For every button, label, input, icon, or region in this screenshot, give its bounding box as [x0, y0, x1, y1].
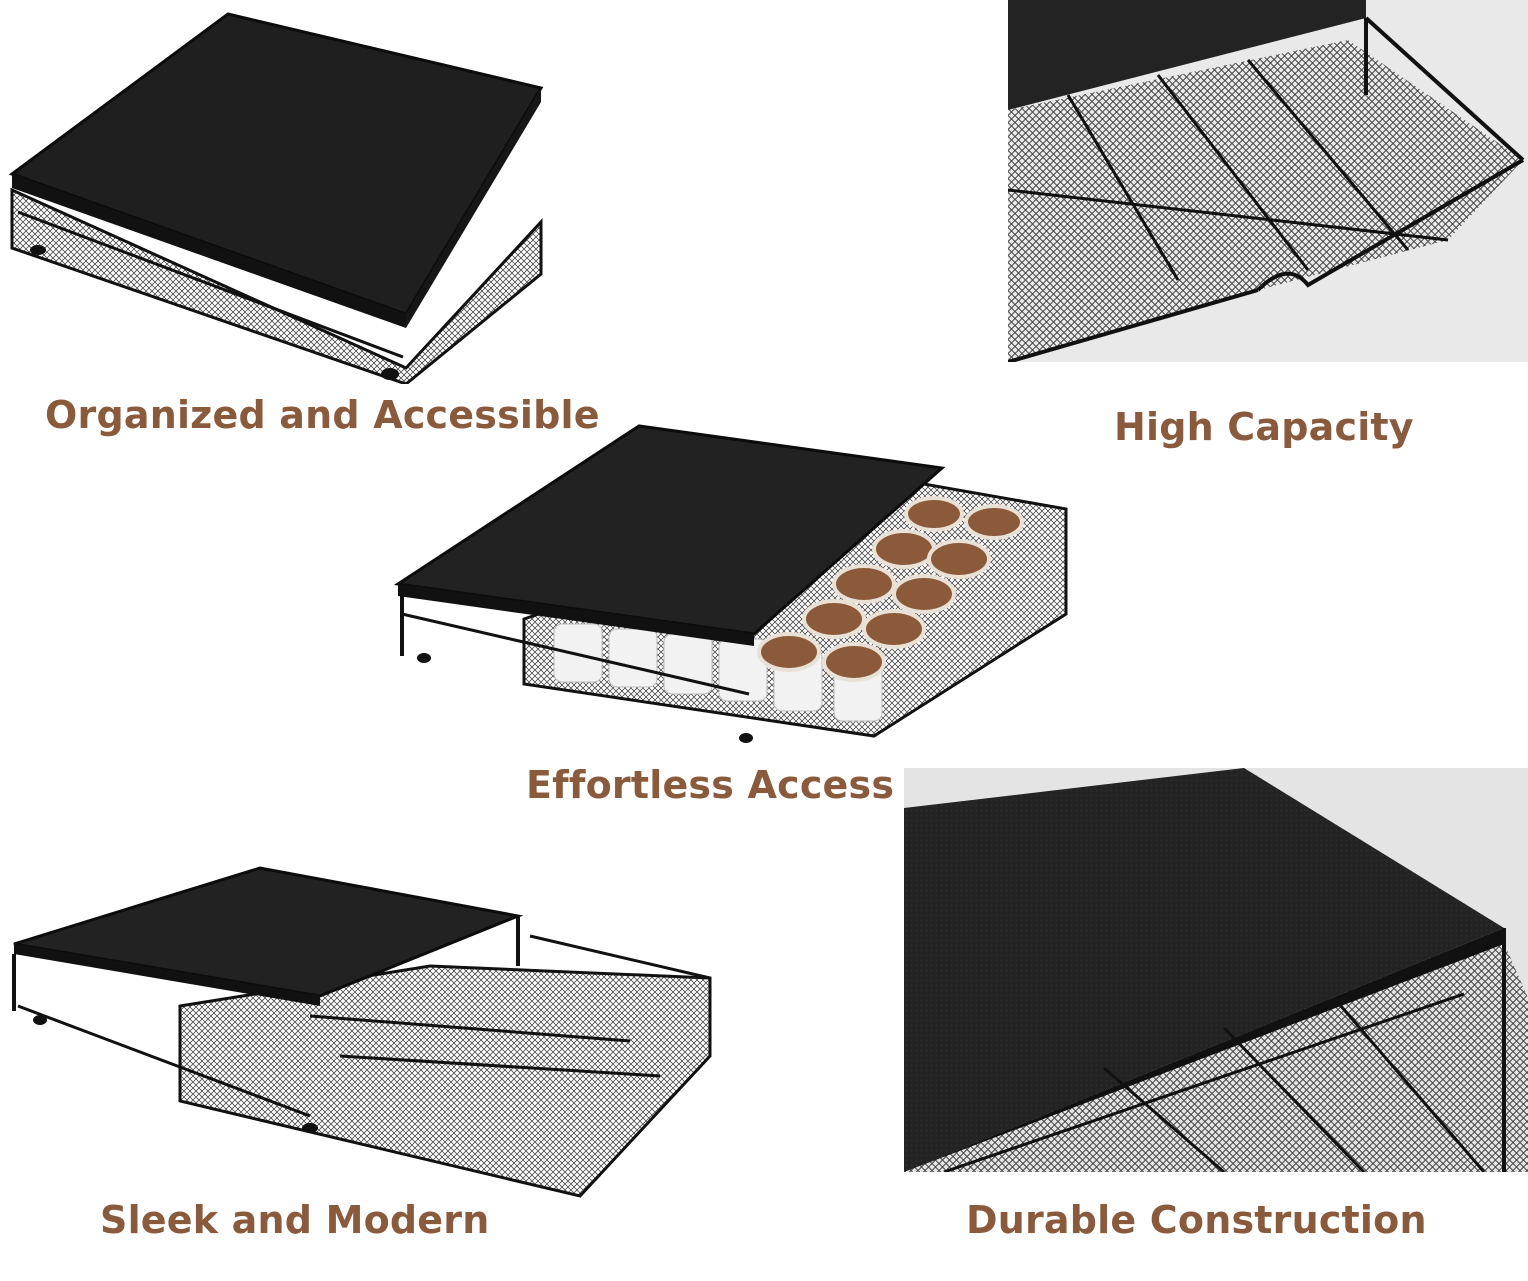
closed-drawer-illustration — [8, 12, 544, 384]
caption-sleek-modern: Sleek and Modern — [100, 1198, 490, 1242]
photo-drawer-open — [10, 866, 712, 1198]
pods-drawer-illustration — [394, 424, 1068, 743]
top-closeup-illustration — [904, 768, 1528, 1172]
photo-closed-drawer — [8, 12, 548, 384]
caption-effortless-access: Effortless Access — [526, 763, 895, 807]
mesh-closeup-illustration — [1008, 0, 1528, 362]
open-drawer-illustration — [12, 866, 712, 1198]
caption-durable-construction: Durable Construction — [966, 1198, 1427, 1242]
caption-high-capacity: High Capacity — [1114, 405, 1414, 449]
photo-top-closeup — [904, 768, 1528, 1172]
photo-drawer-with-pods — [394, 424, 1068, 744]
photo-mesh-closeup — [1008, 0, 1528, 362]
caption-organized: Organized and Accessible — [45, 393, 600, 437]
